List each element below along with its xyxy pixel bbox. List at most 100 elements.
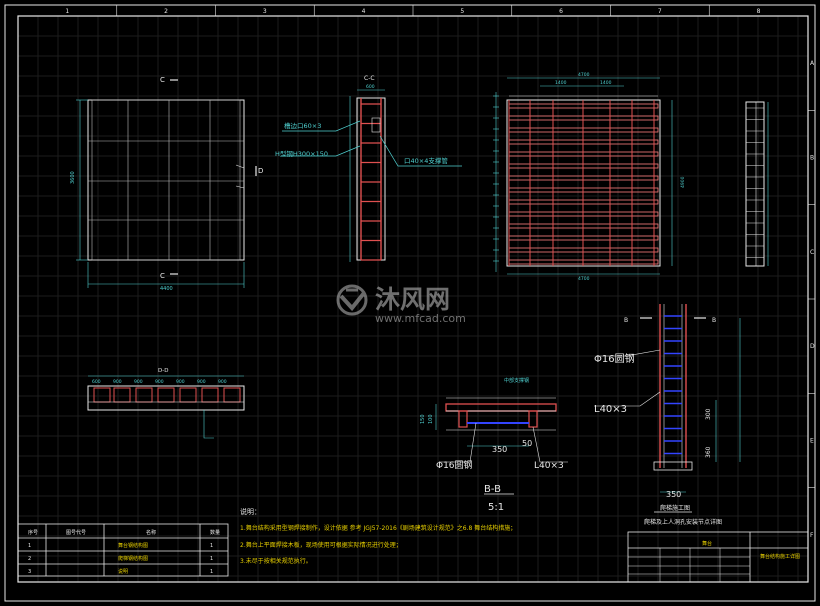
outer-frame xyxy=(4,4,816,602)
watermark-url: www.mfcad.com xyxy=(375,312,466,325)
dd-leader xyxy=(203,410,214,439)
parts-table-cell: 说明 xyxy=(118,568,128,575)
dd-outline xyxy=(87,385,245,411)
front-view-inner xyxy=(91,99,241,261)
ruler-top-label: 8 xyxy=(757,8,761,15)
elevation-view[interactable] xyxy=(493,77,673,275)
cc-dim-top-label: 600 xyxy=(366,84,375,90)
ruler-top-label: 7 xyxy=(658,8,662,15)
bb-label-angle: L40×3 xyxy=(534,461,564,471)
watermark xyxy=(336,284,368,316)
cc-section[interactable] xyxy=(282,89,462,262)
dd-dim-label: 900 xyxy=(176,379,185,385)
ruler-top-label: 4 xyxy=(362,8,366,15)
bb-scale: 5:1 xyxy=(488,502,504,513)
ladder-dim-360: 360 xyxy=(705,446,712,458)
ladder-caption-1: 爬梯施工图 xyxy=(660,504,690,512)
front-dim-width: 4400 xyxy=(160,286,173,292)
elev-dim-bottom-label: 4700 xyxy=(578,276,590,282)
side-outline xyxy=(745,101,765,267)
parts-table-cell: 1 xyxy=(210,543,213,549)
bb-angle-left xyxy=(458,410,468,428)
side-elevation[interactable] xyxy=(745,101,769,267)
bb-leader-angle xyxy=(532,426,568,463)
dd-section[interactable] xyxy=(87,375,245,439)
front-section-mark-top: C xyxy=(160,76,165,84)
side-rungs xyxy=(746,107,764,258)
ruler-right-label: D xyxy=(810,343,815,350)
notes-item-2: 2.舞台上平面焊接木板，现场使用可根据实际情况进行处理； xyxy=(240,541,402,549)
leader-tube xyxy=(379,135,462,167)
cc-rungs xyxy=(361,103,381,261)
ladder-leader-rebar xyxy=(596,349,661,357)
ruler-top-label: 5 xyxy=(460,8,464,15)
bb-dim-50-label: 50 xyxy=(522,439,532,448)
cc-channel-box xyxy=(371,117,381,133)
parts-table-cell: 1 xyxy=(28,543,31,549)
ruler-top-label: 1 xyxy=(65,8,69,15)
leader-line xyxy=(235,185,245,189)
ruler-top-label: 2 xyxy=(164,8,168,15)
bb-dim-left-1: 150 xyxy=(420,414,426,424)
front-dim-height: 3600 xyxy=(70,171,76,184)
dd-dim-label: 600 xyxy=(92,379,101,385)
dd-title: D-D xyxy=(158,368,168,374)
elevation-members xyxy=(493,95,659,266)
dd-dim-label: 900 xyxy=(197,379,206,385)
parts-table-cell: 舞台钢结构图 xyxy=(118,542,148,549)
parts-table-header: 图号代号 xyxy=(66,529,86,536)
front-side-mark: D xyxy=(258,167,263,175)
title-block-drawing-title: 舞台结构施工详图 xyxy=(760,553,800,560)
parts-table-cell: 1 xyxy=(210,556,213,562)
parts-table-header: 序号 xyxy=(28,529,38,536)
notes-heading: 说明： xyxy=(240,507,261,516)
parts-table-header: 名称 xyxy=(146,529,156,536)
notes-item-1: 1.舞台结构采用型钢焊接制作，设计依据 参考 JGJ57-2016《剧场建筑设计… xyxy=(240,524,516,532)
ruler-right-label: B xyxy=(810,155,814,162)
watermark-cn: 沐风网 xyxy=(375,285,450,314)
parts-table-cell: 3 xyxy=(28,569,31,575)
leader-line xyxy=(235,164,245,169)
title-block-stage: 舞台 xyxy=(702,540,712,547)
parts-table-border xyxy=(17,523,229,577)
ladder-dim-300: 300 xyxy=(705,408,712,420)
ladder-base xyxy=(653,461,693,471)
dd-dim-label: 900 xyxy=(113,379,122,385)
cc-label-hbeam: H型钢H300×150 xyxy=(275,149,328,158)
cc-title: C-C xyxy=(364,75,375,82)
bb-detail[interactable] xyxy=(435,397,568,495)
cc-label-tube: 口40×4支撑管 xyxy=(404,156,448,165)
parts-table-cell: 2 xyxy=(28,556,31,562)
ladder-label-rebar: Φ16圆钢 xyxy=(594,352,635,365)
elev-dim-top-label: 4700 xyxy=(578,72,590,78)
elev-dim-sub-left: 1400 xyxy=(555,80,567,86)
parts-table-cell: 1 xyxy=(210,569,213,575)
parts-table-cell: 爬梯钢结构图 xyxy=(118,555,148,562)
watermark-logo-icon xyxy=(336,284,368,316)
parts-table-header: 数量 xyxy=(210,529,220,536)
ruler-right-label: C xyxy=(810,249,814,256)
bb-dim-350-label: 350 xyxy=(492,445,507,454)
leader-hbeam xyxy=(284,145,361,157)
bb-label-top: 中部支撑钢 xyxy=(504,377,529,384)
dd-dim-label: 900 xyxy=(134,379,143,385)
parts-table[interactable] xyxy=(17,523,229,577)
ruler-right-label: F xyxy=(810,532,814,539)
bb-dim-left-2: 100 xyxy=(428,414,434,424)
title-block[interactable] xyxy=(627,531,809,583)
ladder-dim-350: 350 xyxy=(666,490,681,499)
ladder-label-angle: L40×3 xyxy=(594,404,627,415)
front-view[interactable] xyxy=(76,79,257,288)
ladder-detail[interactable] xyxy=(594,304,741,513)
background-grid xyxy=(17,15,808,582)
leader-channel xyxy=(282,120,361,132)
notes-item-3: 3.未尽于按相关规范执行。 xyxy=(240,557,312,565)
dd-dim-label: 900 xyxy=(218,379,227,385)
ladder-rungs xyxy=(664,315,682,455)
elev-dim-right-label: 4900 xyxy=(680,176,686,188)
